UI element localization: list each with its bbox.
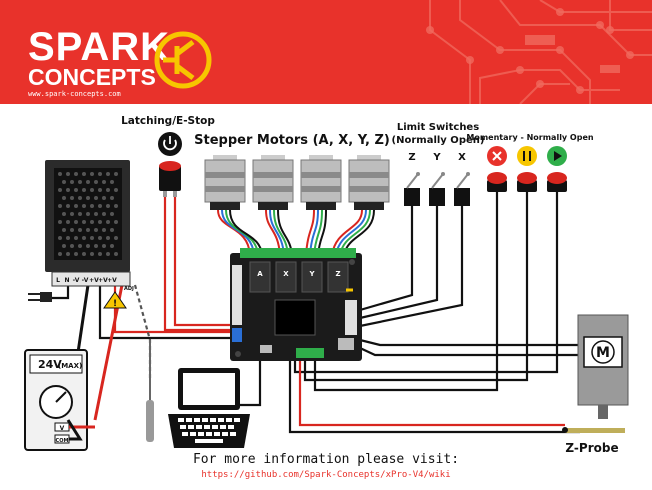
estop-wire-red-2 <box>173 195 235 327</box>
zprobe-wire-black <box>288 360 580 434</box>
header-banner: SPARK CONCEPTS www.spark-concepts.com <box>0 0 652 104</box>
psu-adj-label: ADJ <box>124 286 134 292</box>
button-wire-1 <box>313 190 499 392</box>
estop-switch <box>158 132 182 197</box>
laptop-icon <box>168 368 250 448</box>
psu-wire-black <box>98 285 235 340</box>
stepper-motor-x <box>252 155 294 210</box>
driver-label: Z <box>335 270 340 278</box>
psu-terminal-label: -V <box>73 277 80 284</box>
stepper-driver-y <box>301 261 323 293</box>
zprobe-plate <box>562 427 625 433</box>
psu-terminal-label: -V <box>82 277 89 284</box>
steppers-label: Stepper Motors (A, X, Y, Z) <box>194 133 390 148</box>
limit-label-x: X <box>458 152 466 163</box>
stepper-motor-a <box>204 155 246 210</box>
estop-wire-red <box>163 195 235 332</box>
driver-label: Y <box>308 270 315 278</box>
psu-terminal-label: +V <box>107 277 117 284</box>
psu-terminal-label: N <box>64 277 69 284</box>
circuit-trace-decoration: SPARK CONCEPTS www.spark-concepts.com <box>28 0 652 104</box>
limit-x-wire <box>359 205 464 328</box>
spindle-wire-2 <box>359 347 580 357</box>
psu-terminal-label: L <box>56 277 60 284</box>
limit-switch-z <box>404 172 420 206</box>
wires <box>40 190 580 434</box>
motor-symbol: M <box>596 345 610 361</box>
stepper-driver-z <box>327 261 349 293</box>
warning-icon <box>103 291 127 309</box>
stepper-driver-a <box>249 261 271 293</box>
stepper-motor-z <box>348 155 390 210</box>
button-wire-2 <box>303 190 529 382</box>
button-wire-3 <box>293 190 559 374</box>
momentary-label: Momentary - Normally Open <box>466 133 593 142</box>
brand-name-line1: SPARK <box>28 25 170 69</box>
footer-text: For more information please visit: <box>192 452 460 467</box>
driver-label: A <box>257 270 263 278</box>
footer-link[interactable]: https://github.com/Spark-Concepts/xPro-V… <box>201 470 451 480</box>
psu-terminal-label: +V <box>89 277 99 284</box>
multimeter-port-v: V <box>60 425 65 432</box>
multimeter-voltage: 24V <box>38 358 62 371</box>
brand-name-line2: CONCEPTS <box>28 64 156 90</box>
limit-label-z: Z <box>408 152 415 163</box>
push-button-pause <box>517 172 537 192</box>
driver-label: X <box>283 270 289 278</box>
mains-plug-icon <box>40 292 52 302</box>
multimeter-max: (MAX) <box>58 362 82 370</box>
push-button-resume <box>547 172 567 192</box>
spindle-motor: M <box>577 314 629 419</box>
spindle-wire-1 <box>359 338 580 347</box>
push-button-abort <box>487 172 507 192</box>
psu-terminal-label: +V <box>98 277 108 284</box>
multimeter-port-com: COM <box>56 438 69 444</box>
pause-icon <box>517 146 537 166</box>
limit-label-y: Y <box>432 152 441 163</box>
stepper-motors <box>204 155 390 210</box>
transistor-icon <box>154 31 212 89</box>
limit-switches <box>404 172 470 206</box>
brand-url: www.spark-concepts.com <box>28 90 121 98</box>
limit-switch-y <box>429 172 445 206</box>
estop-label: Latching/E-Stop <box>121 115 215 127</box>
svg-text:!: ! <box>113 299 117 309</box>
limit-title-1: Limit Switches <box>397 122 479 133</box>
limit-switch-x <box>454 172 470 206</box>
motor-terminals <box>240 248 356 258</box>
limit-z-wire <box>359 205 414 312</box>
limit-y-wire <box>359 205 439 320</box>
momentary-buttons <box>487 146 567 192</box>
stepper-motor-y <box>300 155 342 210</box>
zprobe-label: Z-Probe <box>565 441 618 455</box>
limit-title-2: (Normally Open) <box>392 135 485 146</box>
multimeter: 24V (MAX) V COM <box>24 349 95 451</box>
stepper-driver-x <box>275 261 297 293</box>
screwdriver-icon <box>146 340 154 442</box>
zprobe-wire-red <box>298 360 565 427</box>
